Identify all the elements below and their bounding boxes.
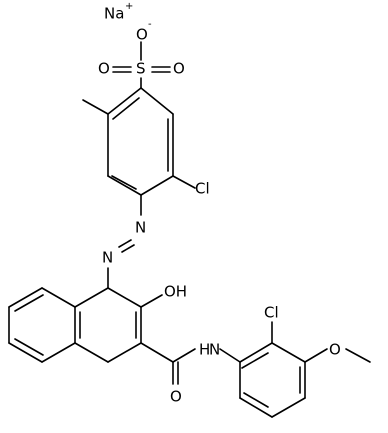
amide-group	[140, 342, 241, 385]
methyl-bond	[82, 99, 109, 115]
sodium-label: Na	[104, 5, 124, 23]
oxide-charge: -	[148, 19, 152, 30]
azo-nitrogen-upper-label: N	[135, 219, 146, 237]
chloro-upper-label: Cl	[195, 180, 210, 198]
azo-linkage	[107, 194, 142, 289]
sulfonate-oxygen-right-label: O	[173, 60, 185, 78]
chloro-upper-bond	[172, 175, 196, 189]
sulfur-label: S	[136, 60, 146, 78]
methoxy-group	[304, 348, 371, 363]
upper-benzene-ring	[107, 87, 174, 196]
methoxy-oxygen-label: O	[329, 341, 341, 359]
carbonyl-oxygen-label: O	[170, 388, 182, 406]
hydroxyl-label: OH	[164, 283, 187, 301]
azo-nitrogen-lower-label: N	[102, 249, 113, 267]
naphthalene-ring	[8, 287, 142, 363]
sodium-charge: +	[125, 1, 133, 12]
lower-benzene-ring	[239, 342, 306, 418]
sulfonate-oxygen-left-label: O	[98, 60, 110, 78]
amide-nitrogen-label: N	[209, 341, 220, 359]
sulfonate-oxygen-top-label: O	[136, 26, 148, 44]
amide-hydrogen-label: H	[199, 341, 210, 359]
chloro-lower-label: Cl	[264, 304, 279, 322]
hydroxyl-bond	[140, 294, 163, 308]
sulfonate-group	[112, 41, 171, 89]
